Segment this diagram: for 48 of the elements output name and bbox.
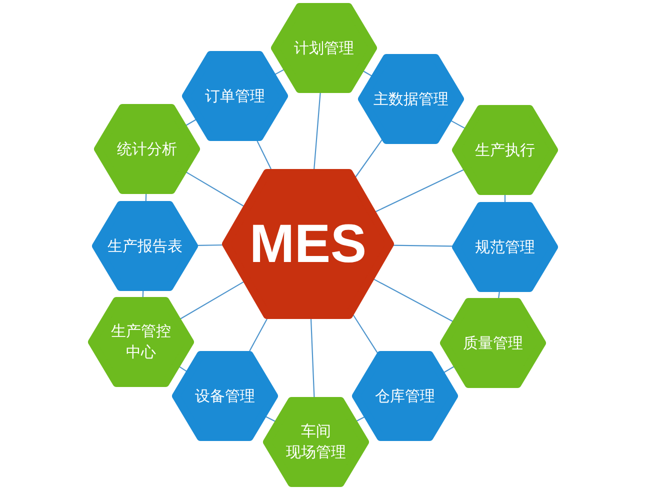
connector-line — [266, 416, 276, 422]
hexagon-node — [358, 54, 464, 144]
hexagon-node — [352, 351, 458, 441]
connector-line — [450, 120, 466, 129]
connector-line — [274, 69, 284, 75]
connector-line — [355, 139, 382, 178]
connector-line — [314, 92, 321, 170]
node-label: 规范管理 — [475, 236, 535, 258]
hexagon-node — [440, 298, 546, 388]
hexagon-node — [88, 297, 194, 387]
connector-line — [374, 278, 453, 322]
hexagon-node — [94, 104, 200, 194]
connector-line — [145, 194, 147, 202]
hexagon-node — [182, 51, 288, 141]
connector-line — [352, 314, 378, 354]
node-label: 仓库管理 — [375, 386, 435, 406]
center-hexagon — [222, 169, 394, 319]
node-label: 主数据管理 — [374, 88, 448, 110]
connector-line — [444, 366, 454, 373]
connector-line — [256, 140, 272, 170]
connector-line — [186, 172, 244, 207]
connector-line — [310, 318, 315, 398]
connector-line — [249, 318, 268, 352]
node-label: 设备管理 — [195, 386, 255, 406]
connector-line — [375, 169, 464, 212]
hexagon-node — [172, 351, 278, 441]
connector-line — [198, 244, 223, 246]
node-label: 车间现场管理 — [286, 421, 346, 463]
connector-line — [393, 244, 452, 247]
hexagon-node — [452, 202, 558, 292]
node-label: 计划管理 — [294, 38, 354, 58]
node-label: 生产执行 — [475, 140, 535, 160]
connector-line — [180, 281, 244, 320]
connector-line — [498, 292, 500, 298]
node-label: 生产报告表 — [108, 236, 182, 256]
title-text: MES — [249, 214, 367, 274]
hexagon-node — [263, 397, 369, 487]
connector-line — [504, 195, 506, 202]
node-label: 统计分析 — [117, 138, 177, 160]
connector-line — [142, 290, 144, 298]
node-label: 订单管理 — [205, 86, 265, 106]
connector-line — [186, 119, 196, 126]
hexagon-node — [92, 201, 198, 291]
hexagon-node — [452, 105, 558, 195]
node-label: 质量管理 — [463, 332, 523, 354]
connector-line — [363, 70, 372, 76]
hexagon-node — [271, 3, 377, 93]
node-label: 生产管控中心 — [111, 321, 171, 363]
